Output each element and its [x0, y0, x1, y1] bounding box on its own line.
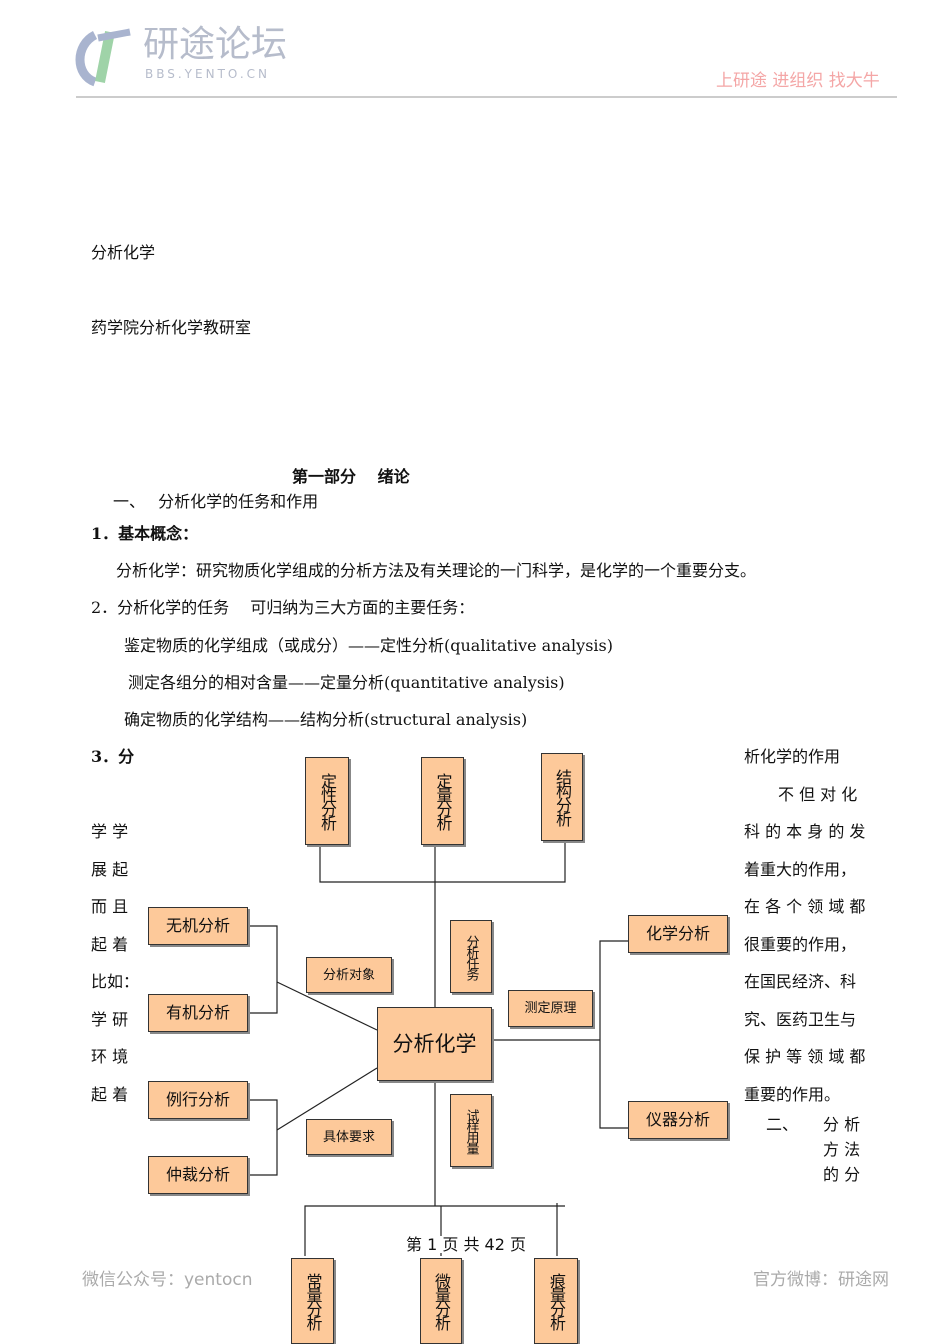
body-text-fragment: 析化学的作用 — [744, 747, 841, 766]
box-inorganic: 无机分析 — [148, 907, 248, 945]
definition: 分析化学：研究物质化学组成的分析方法及有关理论的一门科学，是化学的一个重要分支。 — [116, 561, 757, 580]
task-item: 鉴定物质的化学组成（或成分）——定性分析(qualitative analysi… — [124, 636, 613, 655]
section-heading-fragment: 分 析 — [823, 1115, 861, 1134]
box-arbitration: 仲裁分析 — [148, 1156, 248, 1194]
box-organic: 有机分析 — [148, 994, 248, 1032]
box-label: 有机分析 — [165, 1003, 230, 1022]
box-micro: 微量分析 — [420, 1258, 462, 1344]
body-text-fragment: 保 护 等 领 域 都 — [744, 1047, 866, 1066]
box-label: 仪器分析 — [645, 1110, 710, 1129]
section-heading-fragment: 的 分 — [823, 1165, 861, 1184]
box-label: 结构分析 — [553, 769, 572, 825]
box-instrumental: 仪器分析 — [628, 1101, 728, 1139]
box-routine: 例行分析 — [148, 1081, 248, 1119]
box-label: 具体要求 — [322, 1129, 375, 1145]
box-quantitative: 定量分析 — [421, 757, 464, 845]
slogan: 上研途 进组织 找大牛 — [716, 71, 880, 91]
body-text-fragment: 而 且 — [91, 897, 129, 916]
logo-icon — [75, 28, 897, 98]
box-label: 痕量分析 — [547, 1273, 566, 1329]
label-sample: 试样用量 — [450, 1094, 492, 1167]
box-label: 微量分析 — [432, 1273, 451, 1329]
box-label: 分析对象 — [322, 967, 375, 983]
box-label: 定性分析 — [318, 773, 337, 829]
body-text-fragment: 起 着 — [91, 1084, 129, 1104]
task-item: 确定物质的化学结构——结构分析(structural analysis) — [124, 710, 528, 729]
box-label: 分析化学 — [392, 1031, 477, 1056]
section-number: 二、 — [766, 1115, 799, 1134]
body-text-fragment: 在 各 个 领 域 都 — [744, 897, 866, 916]
body-text-fragment: 学 研 — [91, 1009, 129, 1029]
body-text-fragment: 在国民经济、科 — [744, 972, 857, 991]
department: 药学院分析化学教研室 — [91, 318, 252, 337]
box-label: 无机分析 — [165, 916, 230, 935]
box-label: 常量分析 — [303, 1273, 323, 1329]
box-label: 定量分析 — [433, 773, 453, 829]
part-heading: 第一部分 绪论 — [292, 467, 410, 486]
footer-wechat: 微信公众号：yentocn — [82, 1270, 253, 1290]
label-task: 分析任务 — [450, 920, 492, 993]
label-principle: 测定原理 — [508, 990, 593, 1027]
label-requirement: 具体要求 — [306, 1119, 392, 1155]
body-text-fragment: 科 的 本 身 的 发 — [744, 822, 866, 841]
subheading-role: 3．分 — [91, 747, 135, 766]
body-text-fragment: 环 境 — [91, 1047, 129, 1066]
box-label: 例行分析 — [165, 1090, 230, 1109]
footer-weibo: 官方微博：研途网 — [753, 1270, 889, 1290]
body-text-fragment: 着重大的作用， — [744, 859, 857, 879]
box-chemical: 化学分析 — [628, 915, 728, 953]
box-trace: 痕量分析 — [534, 1258, 578, 1344]
box-structural: 结构分析 — [541, 753, 583, 841]
body-text-fragment: 起 着 — [91, 934, 129, 954]
task-item: 测定各组分的相对含量——定量分析(quantitative analysis) — [128, 673, 565, 692]
body-text-fragment: 比如： — [91, 972, 140, 991]
box-label: 测定原理 — [524, 1001, 577, 1016]
box-label: 分析任务 — [463, 934, 479, 979]
subheading-concept: 1．基本概念： — [91, 524, 199, 543]
box-qualitative: 定性分析 — [305, 757, 349, 845]
body-text-fragment: 不 但 对 化 — [778, 784, 858, 804]
page-number: 第 1 页 共 42 页 — [406, 1235, 526, 1254]
body-text-fragment: 重要的作用。 — [744, 1084, 841, 1104]
logo-subtext: BBS.YENTO.CN — [145, 67, 271, 81]
section-heading: 一、 分析化学的任务和作用 — [113, 492, 319, 511]
box-label: 试样用量 — [463, 1108, 479, 1153]
body-text-fragment: 很重要的作用， — [744, 934, 857, 954]
section-heading-fragment: 方 法 — [823, 1140, 861, 1159]
box-label: 仲裁分析 — [165, 1165, 230, 1184]
label-object: 分析对象 — [306, 957, 392, 993]
body-text-fragment: 展 起 — [91, 859, 129, 879]
doc-title: 分析化学 — [91, 243, 156, 262]
box-label: 化学分析 — [645, 924, 710, 943]
body-text-fragment: 学 学 — [91, 822, 129, 841]
center-box: 分析化学 — [377, 1007, 492, 1081]
box-macro: 常量分析 — [291, 1258, 334, 1344]
subheading-tasks: 2．分析化学的任务 可归纳为三大方面的主要任务： — [91, 598, 475, 617]
body-text-fragment: 究、医药卫生与 — [744, 1009, 857, 1029]
logo-text: 研途论坛 — [143, 24, 288, 65]
